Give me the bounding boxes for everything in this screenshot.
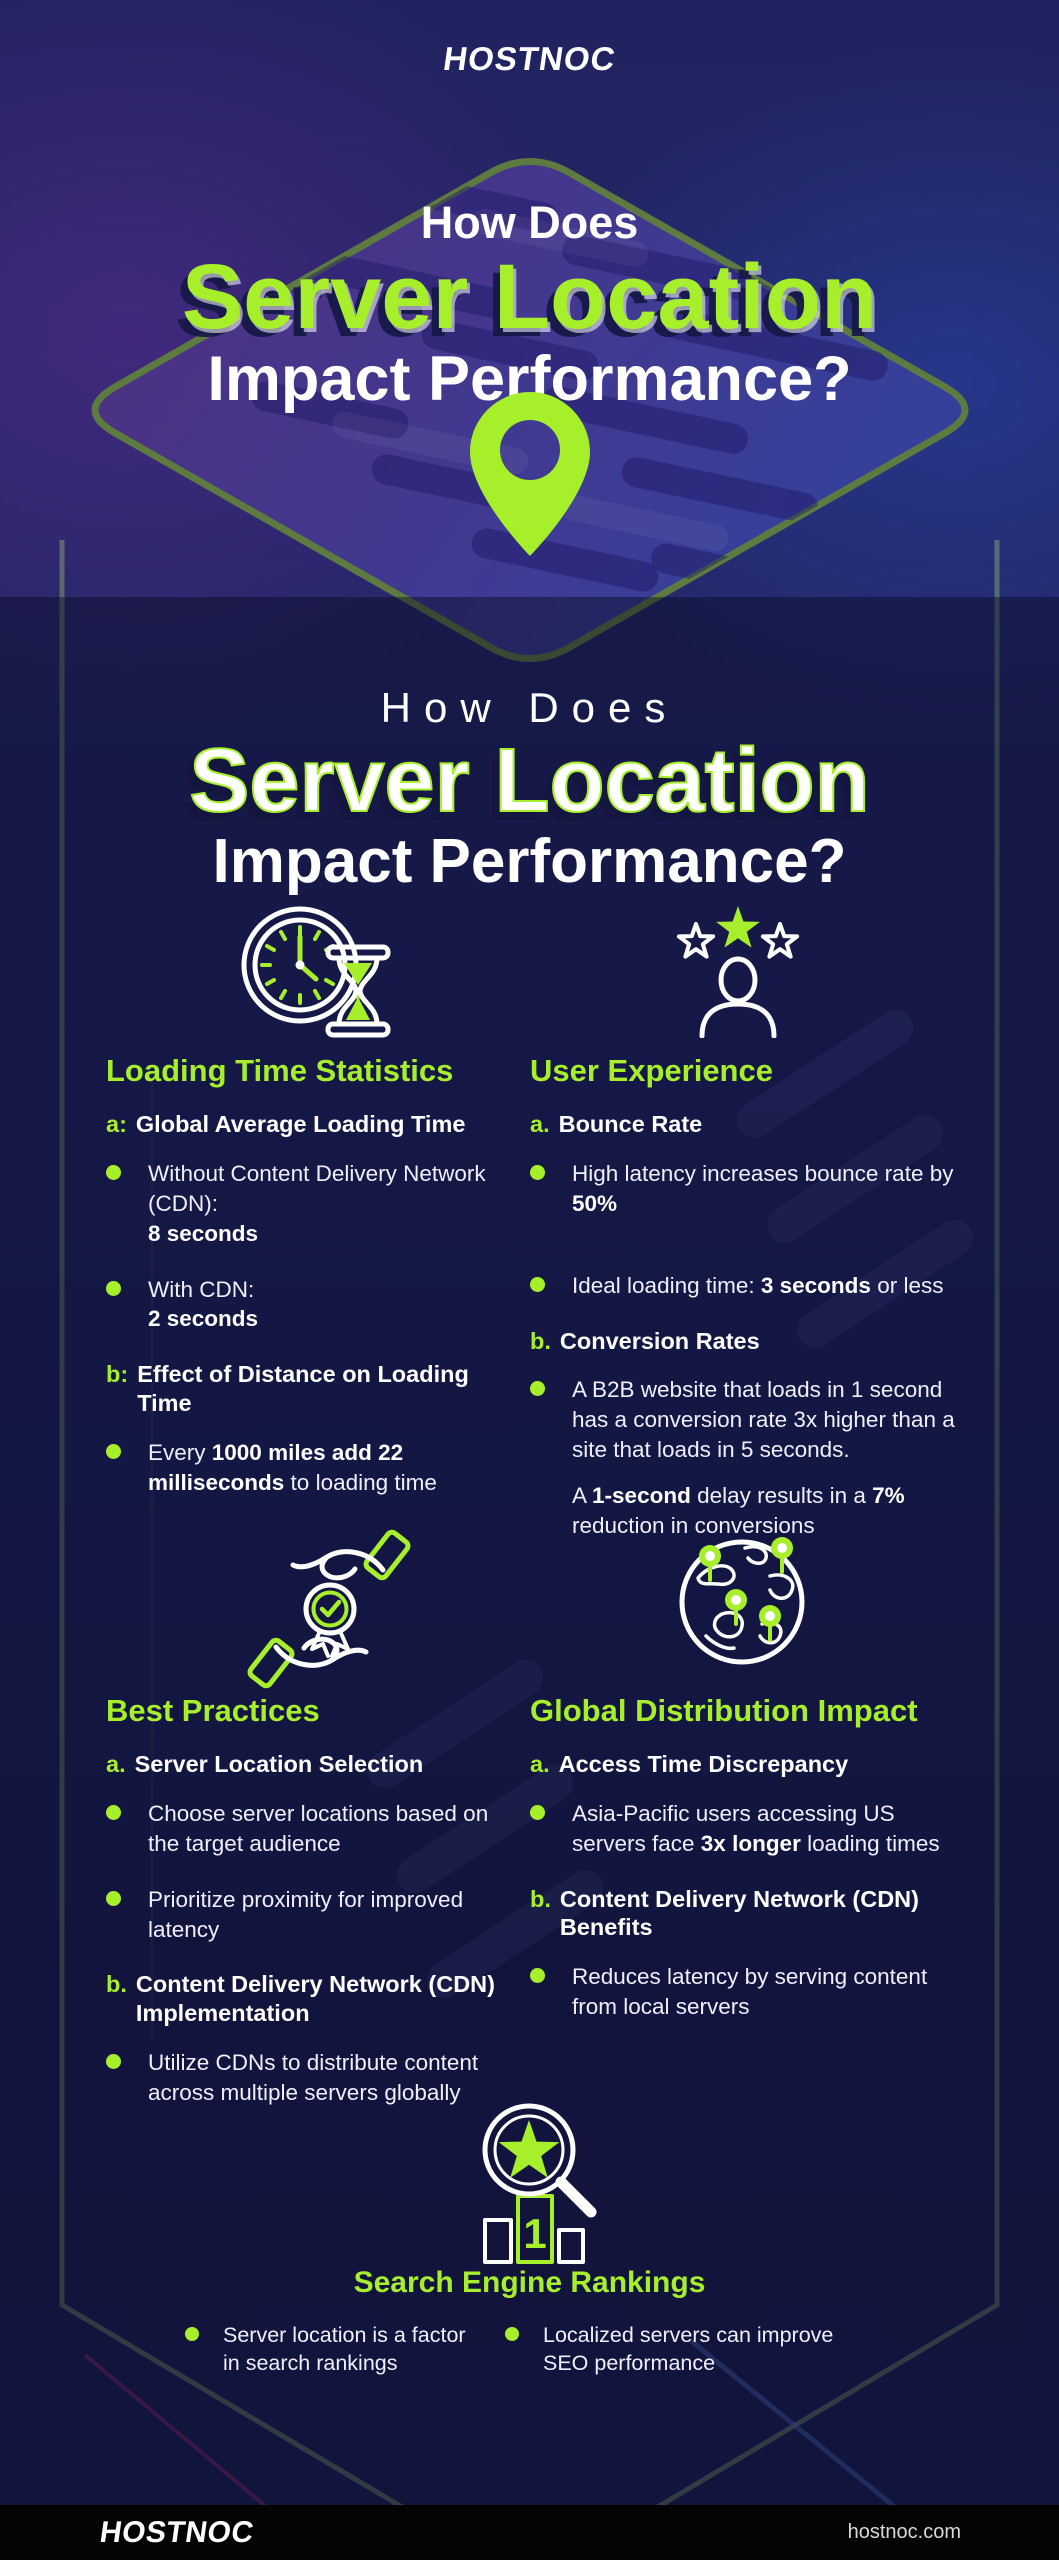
main-title-line2: Server Location bbox=[188, 731, 870, 832]
section-loading-time-statistics: Loading Time Statistics a: Global Averag… bbox=[106, 1053, 510, 1541]
conversion-delay-note: A 1-second delay results in a 7% reducti… bbox=[572, 1482, 905, 1538]
bullet-dot bbox=[530, 1381, 545, 1397]
section-heading: User Experience bbox=[530, 1053, 773, 1088]
subheading-prefix: b. bbox=[530, 1885, 551, 1912]
subheading-label: Server Location Selection bbox=[134, 1751, 424, 1778]
bullet-text: Localized servers can improve SEO perfor… bbox=[543, 2323, 834, 2375]
list-item: Reduces latency by serving content from … bbox=[530, 1962, 964, 2022]
footer-brand-logo: HOSTNOC bbox=[97, 2515, 256, 2549]
list-item: Ideal loading time: 3 seconds or less bbox=[530, 1271, 964, 1301]
hero-title: How Does Server Location Impact Performa… bbox=[0, 198, 1059, 411]
main-title: How Does Server Location Impact Performa… bbox=[0, 684, 1059, 893]
list-item: Every 1000 miles add 22 milliseconds to … bbox=[106, 1438, 510, 1498]
subheading-label: Content Delivery Network (CDN) Benefits bbox=[559, 1885, 919, 1941]
list-item: Utilize CDNs to distribute content acros… bbox=[106, 2048, 510, 2108]
subheading-b: b. Content Delivery Network (CDN) Implem… bbox=[106, 1970, 510, 2027]
subheading-b: b. Conversion Rates bbox=[530, 1327, 964, 1356]
subheading-label: Global Average Loading Time bbox=[135, 1111, 466, 1138]
bullet-text: Choose server locations based on the tar… bbox=[148, 1800, 489, 1856]
panel-overlay bbox=[0, 597, 1059, 2505]
section-heading: Global Distribution Impact bbox=[530, 1693, 918, 1728]
list-item: Localized servers can improve SEO perfor… bbox=[505, 2322, 843, 2378]
bullet-dot bbox=[106, 1164, 121, 1180]
bullet-dot bbox=[106, 1443, 121, 1459]
location-pin-icon bbox=[468, 390, 592, 558]
bullet-dot bbox=[530, 1967, 545, 1983]
subheading-label: Effect of Distance on Loading Time bbox=[137, 1361, 469, 1417]
list-item: Server location is a factor in search ra… bbox=[185, 2322, 487, 2378]
subheading-prefix: b: bbox=[106, 1361, 129, 1388]
subheading-prefix: b. bbox=[106, 1971, 127, 1998]
clock-hourglass-icon bbox=[240, 903, 392, 1039]
list-item: A B2B website that loads in 1 second has… bbox=[530, 1375, 964, 1465]
user-stars-icon bbox=[676, 906, 800, 1038]
section-heading: Best Practices bbox=[106, 1693, 320, 1728]
bullet-text: With CDN: bbox=[148, 1276, 255, 1302]
search-rankings-bullets: Server location is a factor in search ra… bbox=[185, 2322, 843, 2404]
footer-bar: HOSTNOC hostnoc.com bbox=[0, 2505, 1059, 2560]
subheading-label: Access Time Discrepancy bbox=[558, 1751, 849, 1778]
subheading-prefix: a. bbox=[106, 1751, 126, 1778]
section-heading-search-rankings: Search Engine Rankings bbox=[353, 2266, 706, 2299]
subheading-label: Content Delivery Network (CDN) Implement… bbox=[135, 1971, 495, 2027]
main-title-line3: Impact Performance? bbox=[212, 827, 847, 897]
bullet-dot bbox=[185, 2327, 199, 2341]
hero-title-line1: How Does bbox=[420, 197, 639, 248]
bullet-text: Prioritize proximity for improved latenc… bbox=[148, 1886, 464, 1942]
subheading-prefix: a: bbox=[106, 1111, 127, 1138]
bullet-text: Without Content Delivery Network (CDN): bbox=[148, 1160, 486, 1216]
globe-pins-icon bbox=[670, 1528, 815, 1673]
footer-website-link[interactable]: hostnoc.com bbox=[847, 2521, 961, 2543]
practices-row: Best Practices a. Server Location Select… bbox=[106, 1693, 964, 2134]
list-item: With CDN: 2 seconds bbox=[106, 1275, 510, 1335]
section-heading: Loading Time Statistics bbox=[106, 1053, 454, 1088]
subheading-label: Conversion Rates bbox=[559, 1327, 760, 1354]
main-title-line1: How Does bbox=[380, 684, 679, 731]
bullet-dot bbox=[530, 1164, 545, 1180]
hands-medal-icon bbox=[243, 1525, 418, 1693]
stats-row: Loading Time Statistics a: Global Averag… bbox=[106, 1053, 964, 1541]
bullet-dot bbox=[530, 1276, 545, 1292]
section-best-practices: Best Practices a. Server Location Select… bbox=[106, 1693, 510, 2134]
subheading-prefix: a. bbox=[530, 1111, 550, 1138]
bullet-dot bbox=[106, 2053, 121, 2069]
list-item: Choose server locations based on the tar… bbox=[106, 1799, 510, 1859]
subheading-a: a: Global Average Loading Time bbox=[106, 1110, 510, 1139]
panel-hexagon-outline bbox=[59, 540, 1000, 2560]
hero-title-line2: Server Location bbox=[181, 245, 878, 348]
subheading-prefix: b. bbox=[530, 1327, 551, 1354]
subheading-b: b. Content Delivery Network (CDN) Benefi… bbox=[530, 1885, 964, 1942]
subheading-prefix: a. bbox=[530, 1751, 550, 1778]
bullet-dot bbox=[505, 2327, 519, 2341]
list-item: Asia-Pacific users accessing US servers … bbox=[530, 1799, 964, 1859]
list-item: Without Content Delivery Network (CDN): 8… bbox=[106, 1159, 510, 1249]
subheading-a: a. Server Location Selection bbox=[106, 1750, 510, 1779]
bullet-text: Utilize CDNs to distribute content acros… bbox=[148, 2049, 479, 2105]
bullet-dot bbox=[530, 1804, 545, 1820]
subheading-a: a. Access Time Discrepancy bbox=[530, 1750, 964, 1779]
bullet-text: A B2B website that loads in 1 second has… bbox=[572, 1377, 955, 1463]
subheading-a: a. Bounce Rate bbox=[530, 1110, 964, 1139]
bullet-dot bbox=[106, 1890, 121, 1906]
bullet-text: Reduces latency by serving content from … bbox=[572, 1963, 928, 2019]
rank-number: 1 bbox=[523, 2210, 546, 2257]
section-user-experience: User Experience a. Bounce Rate High late… bbox=[530, 1053, 964, 1541]
list-item: High latency increases bounce rate by 50… bbox=[530, 1159, 964, 1219]
bullet-value: 2 seconds bbox=[148, 1306, 259, 1332]
bullet-value: 8 seconds bbox=[148, 1220, 259, 1246]
brand-logo: HOSTNOC bbox=[440, 40, 619, 77]
bullet-text: Server location is a factor in search ra… bbox=[223, 2323, 466, 2375]
subheading-b: b: Effect of Distance on Loading Time bbox=[106, 1360, 510, 1417]
section-global-distribution: Global Distribution Impact a. Access Tim… bbox=[530, 1693, 964, 2134]
search-rank-icon: 1 bbox=[463, 2090, 603, 2272]
subheading-label: Bounce Rate bbox=[558, 1111, 703, 1138]
list-item: Prioritize proximity for improved latenc… bbox=[106, 1885, 510, 1945]
bullet-dot bbox=[106, 1280, 121, 1296]
bullet-dot bbox=[106, 1804, 121, 1820]
